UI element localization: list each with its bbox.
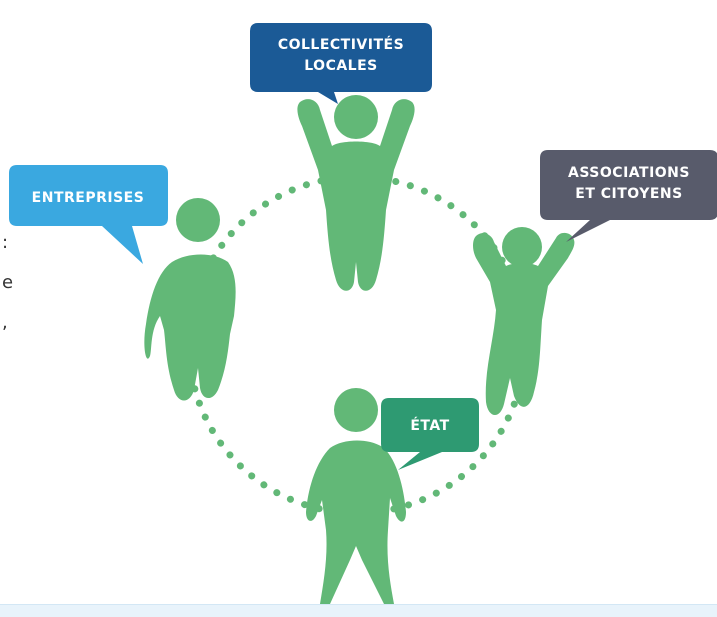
cropped-text-fragment-2: e	[2, 272, 13, 293]
collectivites-label-line2: LOCALES	[304, 58, 378, 74]
cropped-text-fragment-3: ,	[2, 312, 8, 333]
speech-bubble-associations: ASSOCIATIONS ET CITOYENS	[540, 150, 717, 242]
person-icon-left	[144, 198, 236, 401]
speech-bubble-collectivites: COLLECTIVITÉS LOCALES	[250, 23, 432, 104]
person-icon-bottom	[306, 388, 406, 604]
entreprises-label: ENTREPRISES	[32, 190, 145, 206]
bubble-shape-collectivites	[250, 23, 432, 104]
bubble-shape-entreprises	[9, 165, 168, 264]
person-icon-right	[473, 227, 575, 416]
etat-label: ÉTAT	[410, 417, 449, 434]
bottom-panel-edge	[0, 604, 717, 617]
cropped-text-fragment-1: :	[2, 232, 8, 253]
speech-bubble-entreprises: ENTREPRISES	[9, 165, 168, 264]
speech-bubble-etat: ÉTAT	[381, 398, 479, 470]
associations-label-line1: ASSOCIATIONS	[568, 165, 690, 181]
bubble-shape-etat	[381, 398, 479, 470]
bubble-shape-associations	[540, 150, 717, 242]
person-icon-top	[297, 95, 415, 291]
associations-label-line2: ET CITOYENS	[575, 186, 682, 202]
collectivites-label-line1: COLLECTIVITÉS	[278, 36, 404, 53]
